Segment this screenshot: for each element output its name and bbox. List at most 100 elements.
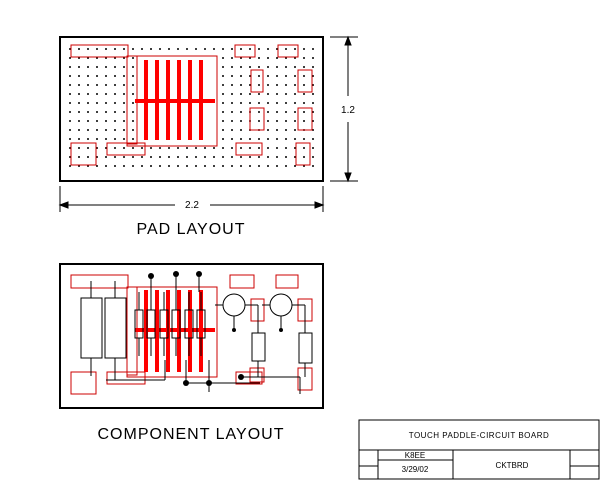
grid-dot — [231, 111, 233, 113]
grid-dot — [267, 147, 269, 149]
grid-dot — [222, 66, 224, 68]
grid-dot — [303, 57, 305, 59]
grid-dot — [231, 156, 233, 158]
grid-dot — [222, 138, 224, 140]
grid-dot — [267, 138, 269, 140]
grid-dot — [312, 66, 314, 68]
grid-dot — [123, 120, 125, 122]
grid-dot — [96, 120, 98, 122]
grid-dot — [69, 84, 71, 86]
terminal — [148, 273, 154, 279]
grid-dot — [240, 93, 242, 95]
grid-dot — [231, 165, 233, 167]
pad — [70, 44, 129, 58]
pad — [126, 55, 218, 147]
grid-dot — [132, 129, 134, 131]
grid-dot — [114, 156, 116, 158]
grid-dot — [258, 102, 260, 104]
resistor — [146, 309, 156, 339]
grid-dot — [78, 102, 80, 104]
grid-dot — [114, 66, 116, 68]
grid-dot — [267, 57, 269, 59]
grid-dot — [195, 147, 197, 149]
terminal — [279, 328, 283, 332]
grid-dot — [78, 84, 80, 86]
grid-dot — [69, 129, 71, 131]
grid-dot — [249, 48, 251, 50]
grid-dot — [78, 129, 80, 131]
grid-dot — [285, 93, 287, 95]
grid-dot — [114, 102, 116, 104]
grid-dot — [231, 147, 233, 149]
transistor — [269, 293, 293, 317]
grid-dot — [105, 129, 107, 131]
terminal-dots — [148, 271, 283, 386]
grid-dot — [258, 57, 260, 59]
grid-dot — [276, 84, 278, 86]
grid-dot — [276, 111, 278, 113]
grid-dot — [276, 75, 278, 77]
grid-dot — [114, 84, 116, 86]
grid-dot — [69, 66, 71, 68]
grid-dot — [132, 84, 134, 86]
grid-dot — [294, 93, 296, 95]
grid-dot — [213, 156, 215, 158]
components — [80, 276, 313, 394]
pad — [249, 107, 265, 131]
grid-dot — [105, 156, 107, 158]
grid-dot — [159, 156, 161, 158]
grid-dot — [222, 84, 224, 86]
grid-dot — [204, 156, 206, 158]
grid-dot — [222, 93, 224, 95]
grid-dot — [258, 84, 260, 86]
grid-dot — [285, 138, 287, 140]
grid-dot — [132, 138, 134, 140]
grid-dot — [78, 48, 80, 50]
grid-dot — [69, 138, 71, 140]
grid-dot — [78, 156, 80, 158]
pad — [297, 107, 313, 131]
grid-dot — [96, 66, 98, 68]
grid-dot — [267, 75, 269, 77]
grid-dot — [249, 138, 251, 140]
grid-dot — [141, 165, 143, 167]
pad-traces — [135, 60, 215, 140]
grid-dot — [87, 147, 89, 149]
grid-dot — [132, 165, 134, 167]
grid-dot — [123, 147, 125, 149]
grid-dot — [240, 129, 242, 131]
grid-dot — [186, 147, 188, 149]
grid-dot — [240, 111, 242, 113]
grid-dot — [267, 84, 269, 86]
grid-dot — [105, 75, 107, 77]
pad — [234, 44, 256, 58]
grid-dot — [276, 93, 278, 95]
grid-dot — [240, 120, 242, 122]
grid-dot — [267, 66, 269, 68]
grid-dot — [303, 93, 305, 95]
grid-dot — [177, 156, 179, 158]
grid-dot — [132, 120, 134, 122]
grid-dot — [276, 138, 278, 140]
grid-dot — [222, 48, 224, 50]
grid-dot — [114, 75, 116, 77]
title-block-author: K8EE — [405, 451, 425, 460]
grid-dot — [285, 165, 287, 167]
grid-dot — [303, 147, 305, 149]
grid-dot — [222, 120, 224, 122]
grid-dot — [150, 48, 152, 50]
grid-dot — [87, 84, 89, 86]
pad — [106, 142, 146, 156]
grid-dot — [267, 111, 269, 113]
grid-dot — [249, 165, 251, 167]
grid-dot — [258, 75, 260, 77]
grid-dot — [96, 48, 98, 50]
grid-dot — [222, 165, 224, 167]
component-pads — [70, 274, 313, 395]
grid-dot — [312, 48, 314, 50]
grid-dot — [294, 120, 296, 122]
grid-dot — [303, 102, 305, 104]
grid-dot — [285, 66, 287, 68]
grid-dot — [240, 66, 242, 68]
grid-dot — [294, 75, 296, 77]
